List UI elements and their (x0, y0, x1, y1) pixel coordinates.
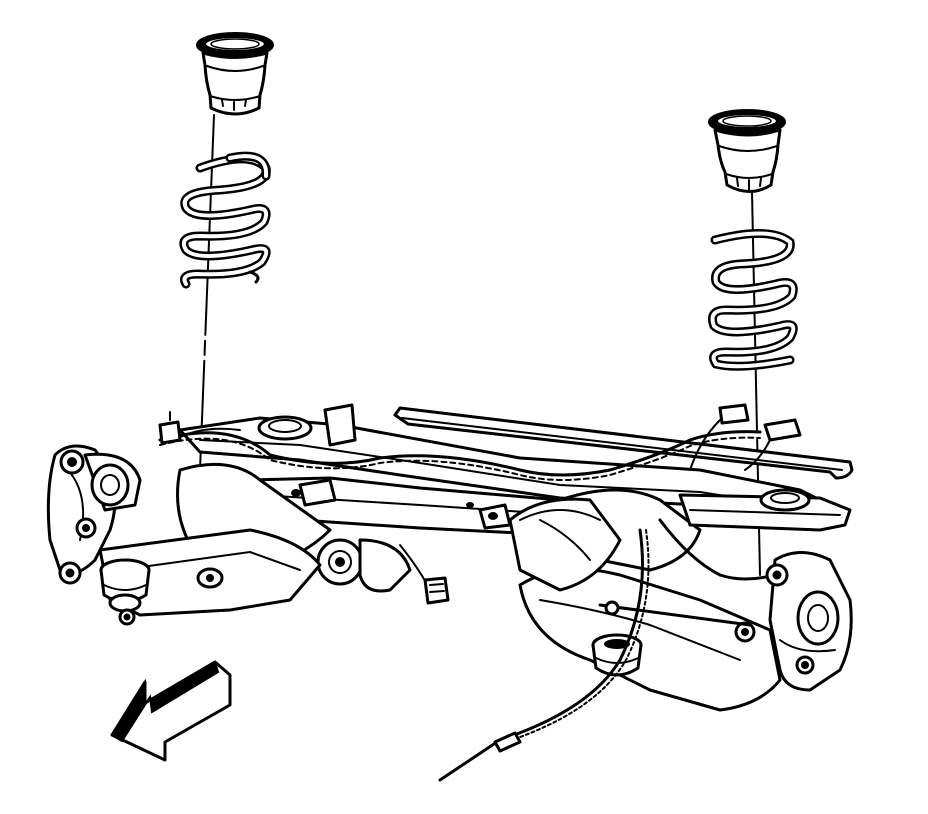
right-spring-insulator (708, 109, 786, 193)
left-spring-insulator (196, 32, 274, 116)
brake-cable (438, 509, 650, 782)
wiring-harness (158, 403, 802, 605)
left-mount-centerline (199, 114, 215, 471)
front-direction-arrow (110, 660, 232, 762)
right-lower-control-arm (508, 497, 782, 712)
left-lower-control-arm (98, 528, 322, 626)
left-coil-spring (179, 151, 271, 289)
right-coil-spring (708, 228, 798, 371)
left-knuckle (46, 444, 142, 585)
